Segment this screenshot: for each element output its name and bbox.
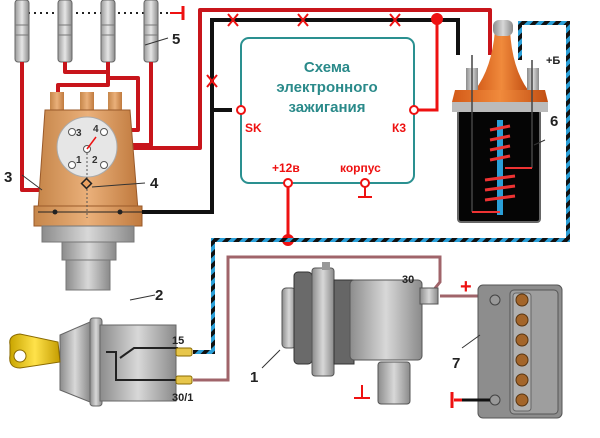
coil-terminal-label: +Б bbox=[546, 55, 560, 67]
label-2: 2 bbox=[155, 287, 163, 304]
battery bbox=[477, 284, 563, 419]
ecu-box: Схема электронного зажигания SK К3 +12в … bbox=[236, 37, 419, 188]
ecu-pin-sk: SK bbox=[245, 121, 262, 135]
k3-wire bbox=[418, 19, 439, 112]
distributor-terminal-2: 2 bbox=[92, 155, 98, 166]
label-5: 5 bbox=[172, 31, 180, 48]
ecu-pin-ground: корпус bbox=[340, 161, 381, 175]
spark-plug bbox=[100, 0, 116, 63]
ecu-pin-12v: +12в bbox=[272, 161, 300, 175]
label-6: 6 bbox=[550, 113, 558, 130]
battery-plus-label: + bbox=[460, 276, 472, 298]
ecu-title-line-1: Схема bbox=[304, 59, 351, 76]
label-1: 1 bbox=[250, 369, 258, 386]
label-7: 7 bbox=[452, 355, 460, 372]
generator-ground-symbol bbox=[354, 385, 370, 399]
switch-terminal-30-1: 30/1 bbox=[172, 392, 193, 404]
leader-lines bbox=[21, 37, 546, 369]
junction-dot bbox=[431, 13, 443, 25]
label-4: 4 bbox=[150, 175, 159, 192]
ecu-pin-k3: К3 bbox=[392, 121, 406, 135]
ignition-switch bbox=[59, 317, 193, 407]
label-3: 3 bbox=[4, 169, 12, 186]
spark-plug bbox=[143, 0, 159, 63]
spark-plugs bbox=[14, 0, 159, 63]
distributor-terminal-4: 4 bbox=[93, 124, 99, 135]
generator-terminal-30: 30 bbox=[402, 274, 414, 286]
ecu-title-line-2: электронного bbox=[276, 79, 377, 96]
battery-ground-symbol bbox=[450, 392, 490, 408]
distributor: 3 4 1 2 bbox=[33, 92, 143, 291]
sensor-wire bbox=[142, 18, 460, 214]
distributor-terminal-3: 3 bbox=[76, 128, 82, 139]
ecu-ground-symbol bbox=[358, 187, 372, 198]
key-icon bbox=[9, 333, 61, 369]
generator bbox=[281, 262, 439, 405]
spark-plug bbox=[14, 0, 30, 63]
cut-marks bbox=[206, 13, 401, 88]
distributor-terminal-1: 1 bbox=[76, 155, 82, 166]
switched-wire bbox=[193, 21, 570, 354]
switch-terminal-15: 15 bbox=[172, 335, 184, 347]
ecu-title-line-3: зажигания bbox=[288, 99, 365, 116]
ignition-coil bbox=[452, 20, 548, 223]
spark-plug bbox=[57, 0, 73, 63]
